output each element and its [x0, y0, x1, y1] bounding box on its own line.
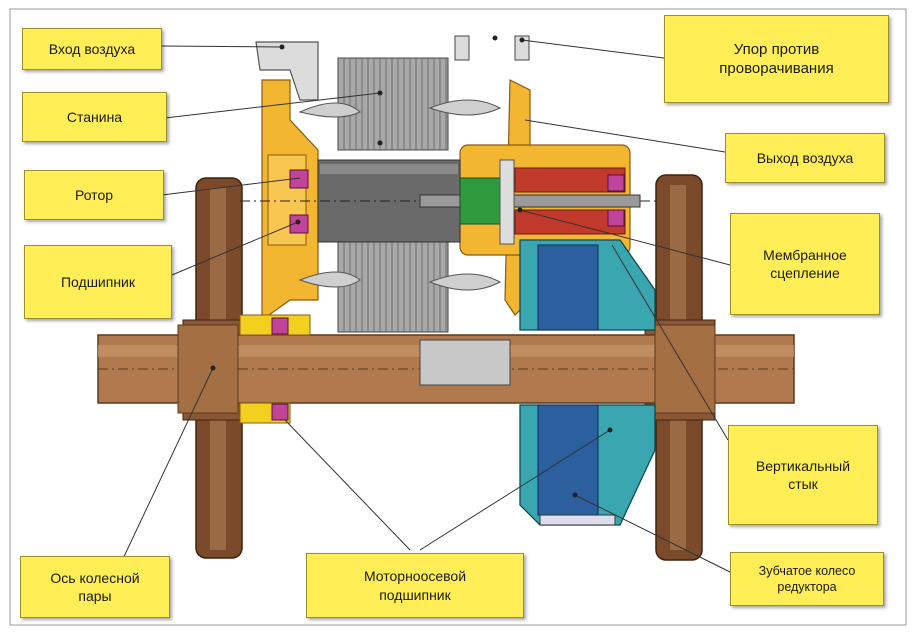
label-air-inlet: Вход воздуха: [22, 28, 162, 70]
label-motor-axle-bearing-text: Моторноосевой подшипник: [363, 568, 467, 603]
label-vertical-joint: Вертикальный стык: [728, 425, 878, 525]
label-rotor-text: Ротор: [74, 186, 114, 203]
end-windings: [298, 99, 502, 291]
label-frame-text: Станина: [66, 108, 123, 125]
label-rotor: Ротор: [24, 170, 164, 220]
label-bearing-text: Подшипник: [60, 273, 136, 290]
stator-laminations: [343, 58, 447, 332]
label-motor-axle-bearing: Моторноосевой подшипник: [306, 553, 524, 618]
leader-dots: [210, 35, 613, 498]
label-anti-rotation-stop-text: Упор против проворачивания: [719, 40, 834, 78]
air-inlet-duct: [255, 41, 319, 101]
label-axle-text: Ось колесной пары: [50, 569, 140, 604]
label-membrane-coupling-text: Мембранное сцепление: [763, 246, 847, 281]
label-membrane-coupling: Мембранное сцепление: [730, 213, 880, 315]
gearbox-housing: [519, 239, 656, 526]
anti-rotation-bracket: [454, 35, 530, 61]
label-axle: Ось колесной пары: [20, 556, 170, 618]
axle-mount-block: [419, 339, 511, 386]
label-bearing: Подшипник: [24, 245, 172, 319]
label-frame: Станина: [22, 92, 167, 142]
label-reducer-gear: Зубчатое колесо редуктора: [730, 552, 884, 606]
label-vertical-joint-text: Вертикальный стык: [755, 457, 851, 492]
leader-lines: [119, 39, 731, 573]
label-reducer-gear-text: Зубчатое колесо редуктора: [758, 563, 856, 594]
label-anti-rotation-stop: Упор против проворачивания: [664, 15, 889, 103]
label-air-outlet-text: Выход воздуха: [756, 149, 854, 166]
rotor-shaft: [419, 194, 641, 208]
label-air-outlet: Выход воздуха: [725, 133, 885, 183]
label-air-inlet-text: Вход воздуха: [48, 40, 136, 57]
